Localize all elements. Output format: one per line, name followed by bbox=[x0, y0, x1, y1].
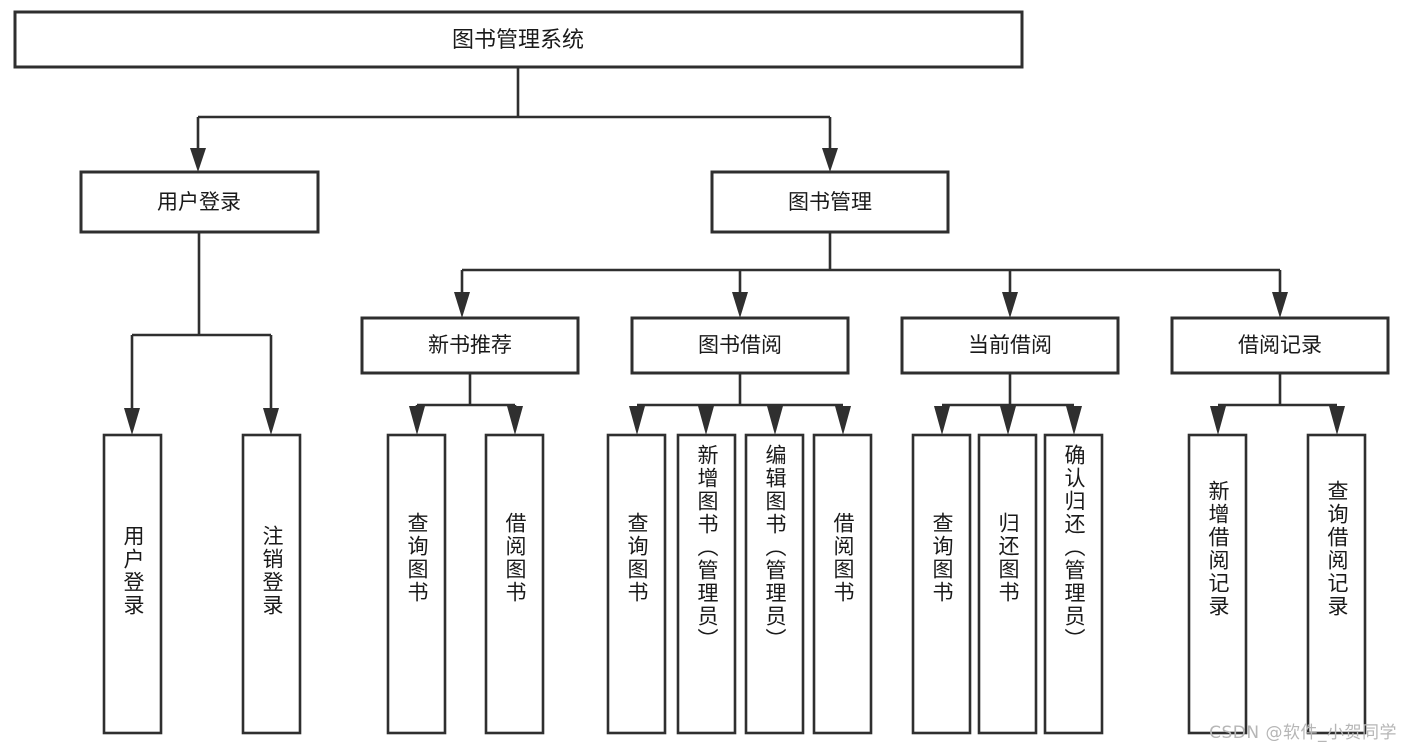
node-book-manage-label: 图书管理 bbox=[788, 190, 872, 214]
arrowhead-to-book-borrow bbox=[732, 292, 748, 318]
leaf-box-logout[interactable] bbox=[241, 433, 302, 735]
node-current-borrow[interactable]: 当前借阅 bbox=[900, 316, 1120, 375]
node-user-login-label: 用户登录 bbox=[157, 190, 241, 214]
arrowhead-nbr-leaf-1 bbox=[409, 406, 425, 435]
leaf-box-nbr-borrow-book[interactable] bbox=[484, 433, 545, 735]
leaf-box-br-query-record[interactable] bbox=[1306, 433, 1367, 735]
leaf-box-bb-add-book[interactable] bbox=[676, 433, 737, 735]
leaf-box-cb-return-book[interactable] bbox=[977, 433, 1038, 735]
leaf-box-br-add-record[interactable] bbox=[1187, 433, 1248, 735]
arrowhead-br-leaf-1 bbox=[1210, 406, 1226, 435]
node-book-manage[interactable]: 图书管理 bbox=[710, 170, 950, 234]
node-current-borrow-label: 当前借阅 bbox=[968, 333, 1052, 357]
leaf-box-bb-query-book[interactable] bbox=[606, 433, 667, 735]
arrowhead-to-book-manage bbox=[822, 148, 838, 172]
arrowhead-br-leaf-2 bbox=[1329, 406, 1345, 435]
node-book-manage-box[interactable] bbox=[710, 170, 950, 234]
node-user-login[interactable]: 用户登录 bbox=[79, 170, 320, 234]
arrowhead-cb-leaf-2 bbox=[1000, 406, 1016, 435]
node-new-book-recommend-label: 新书推荐 bbox=[428, 333, 512, 357]
node-root-system[interactable]: 图书管理系统 bbox=[13, 10, 1024, 69]
arrowhead-to-leaf-logout bbox=[263, 408, 279, 435]
node-root-system-label: 图书管理系统 bbox=[452, 28, 584, 53]
node-book-borrow-label: 图书借阅 bbox=[698, 333, 782, 357]
node-root-system-box[interactable] bbox=[13, 10, 1024, 69]
arrowhead-bb-leaf-1 bbox=[629, 406, 645, 435]
arrowhead-bb-leaf-3 bbox=[767, 406, 783, 435]
node-current-borrow-box[interactable] bbox=[900, 316, 1120, 375]
arrowhead-bb-leaf-2 bbox=[698, 406, 714, 435]
node-borrow-record-box[interactable] bbox=[1170, 316, 1390, 375]
node-borrow-record-label: 借阅记录 bbox=[1238, 333, 1322, 357]
arrowhead-to-user-login bbox=[190, 148, 206, 172]
leaf-box-nbr-query-book[interactable] bbox=[386, 433, 447, 735]
node-new-book-recommend[interactable]: 新书推荐 bbox=[360, 316, 580, 375]
arrowhead-nbr-leaf-2 bbox=[507, 406, 523, 435]
leaf-box-bb-borrow-book[interactable] bbox=[812, 433, 873, 735]
leaf-box-user-login[interactable] bbox=[102, 433, 163, 735]
leaf-box-cb-confirm-return[interactable] bbox=[1043, 433, 1104, 735]
leaf-box-cb-query-book[interactable] bbox=[911, 433, 972, 735]
arrowhead-bb-leaf-4 bbox=[835, 406, 851, 435]
node-borrow-record[interactable]: 借阅记录 bbox=[1170, 316, 1390, 375]
node-new-book-recommend-box[interactable] bbox=[360, 316, 580, 375]
arrowhead-to-current-borrow bbox=[1002, 292, 1018, 318]
arrowhead-to-new-book-rec bbox=[454, 292, 470, 318]
arrowhead-to-leaf-user-login bbox=[124, 408, 140, 435]
arrowhead-cb-leaf-1 bbox=[934, 406, 950, 435]
leaf-box-bb-edit-book[interactable] bbox=[744, 433, 805, 735]
node-book-borrow[interactable]: 图书借阅 bbox=[630, 316, 850, 375]
arrowhead-cb-leaf-3 bbox=[1066, 406, 1082, 435]
arrowhead-to-borrow-record bbox=[1272, 292, 1288, 318]
csdn-watermark: CSDN @软件_小贺同学 bbox=[1209, 723, 1397, 743]
node-book-borrow-box[interactable] bbox=[630, 316, 850, 375]
